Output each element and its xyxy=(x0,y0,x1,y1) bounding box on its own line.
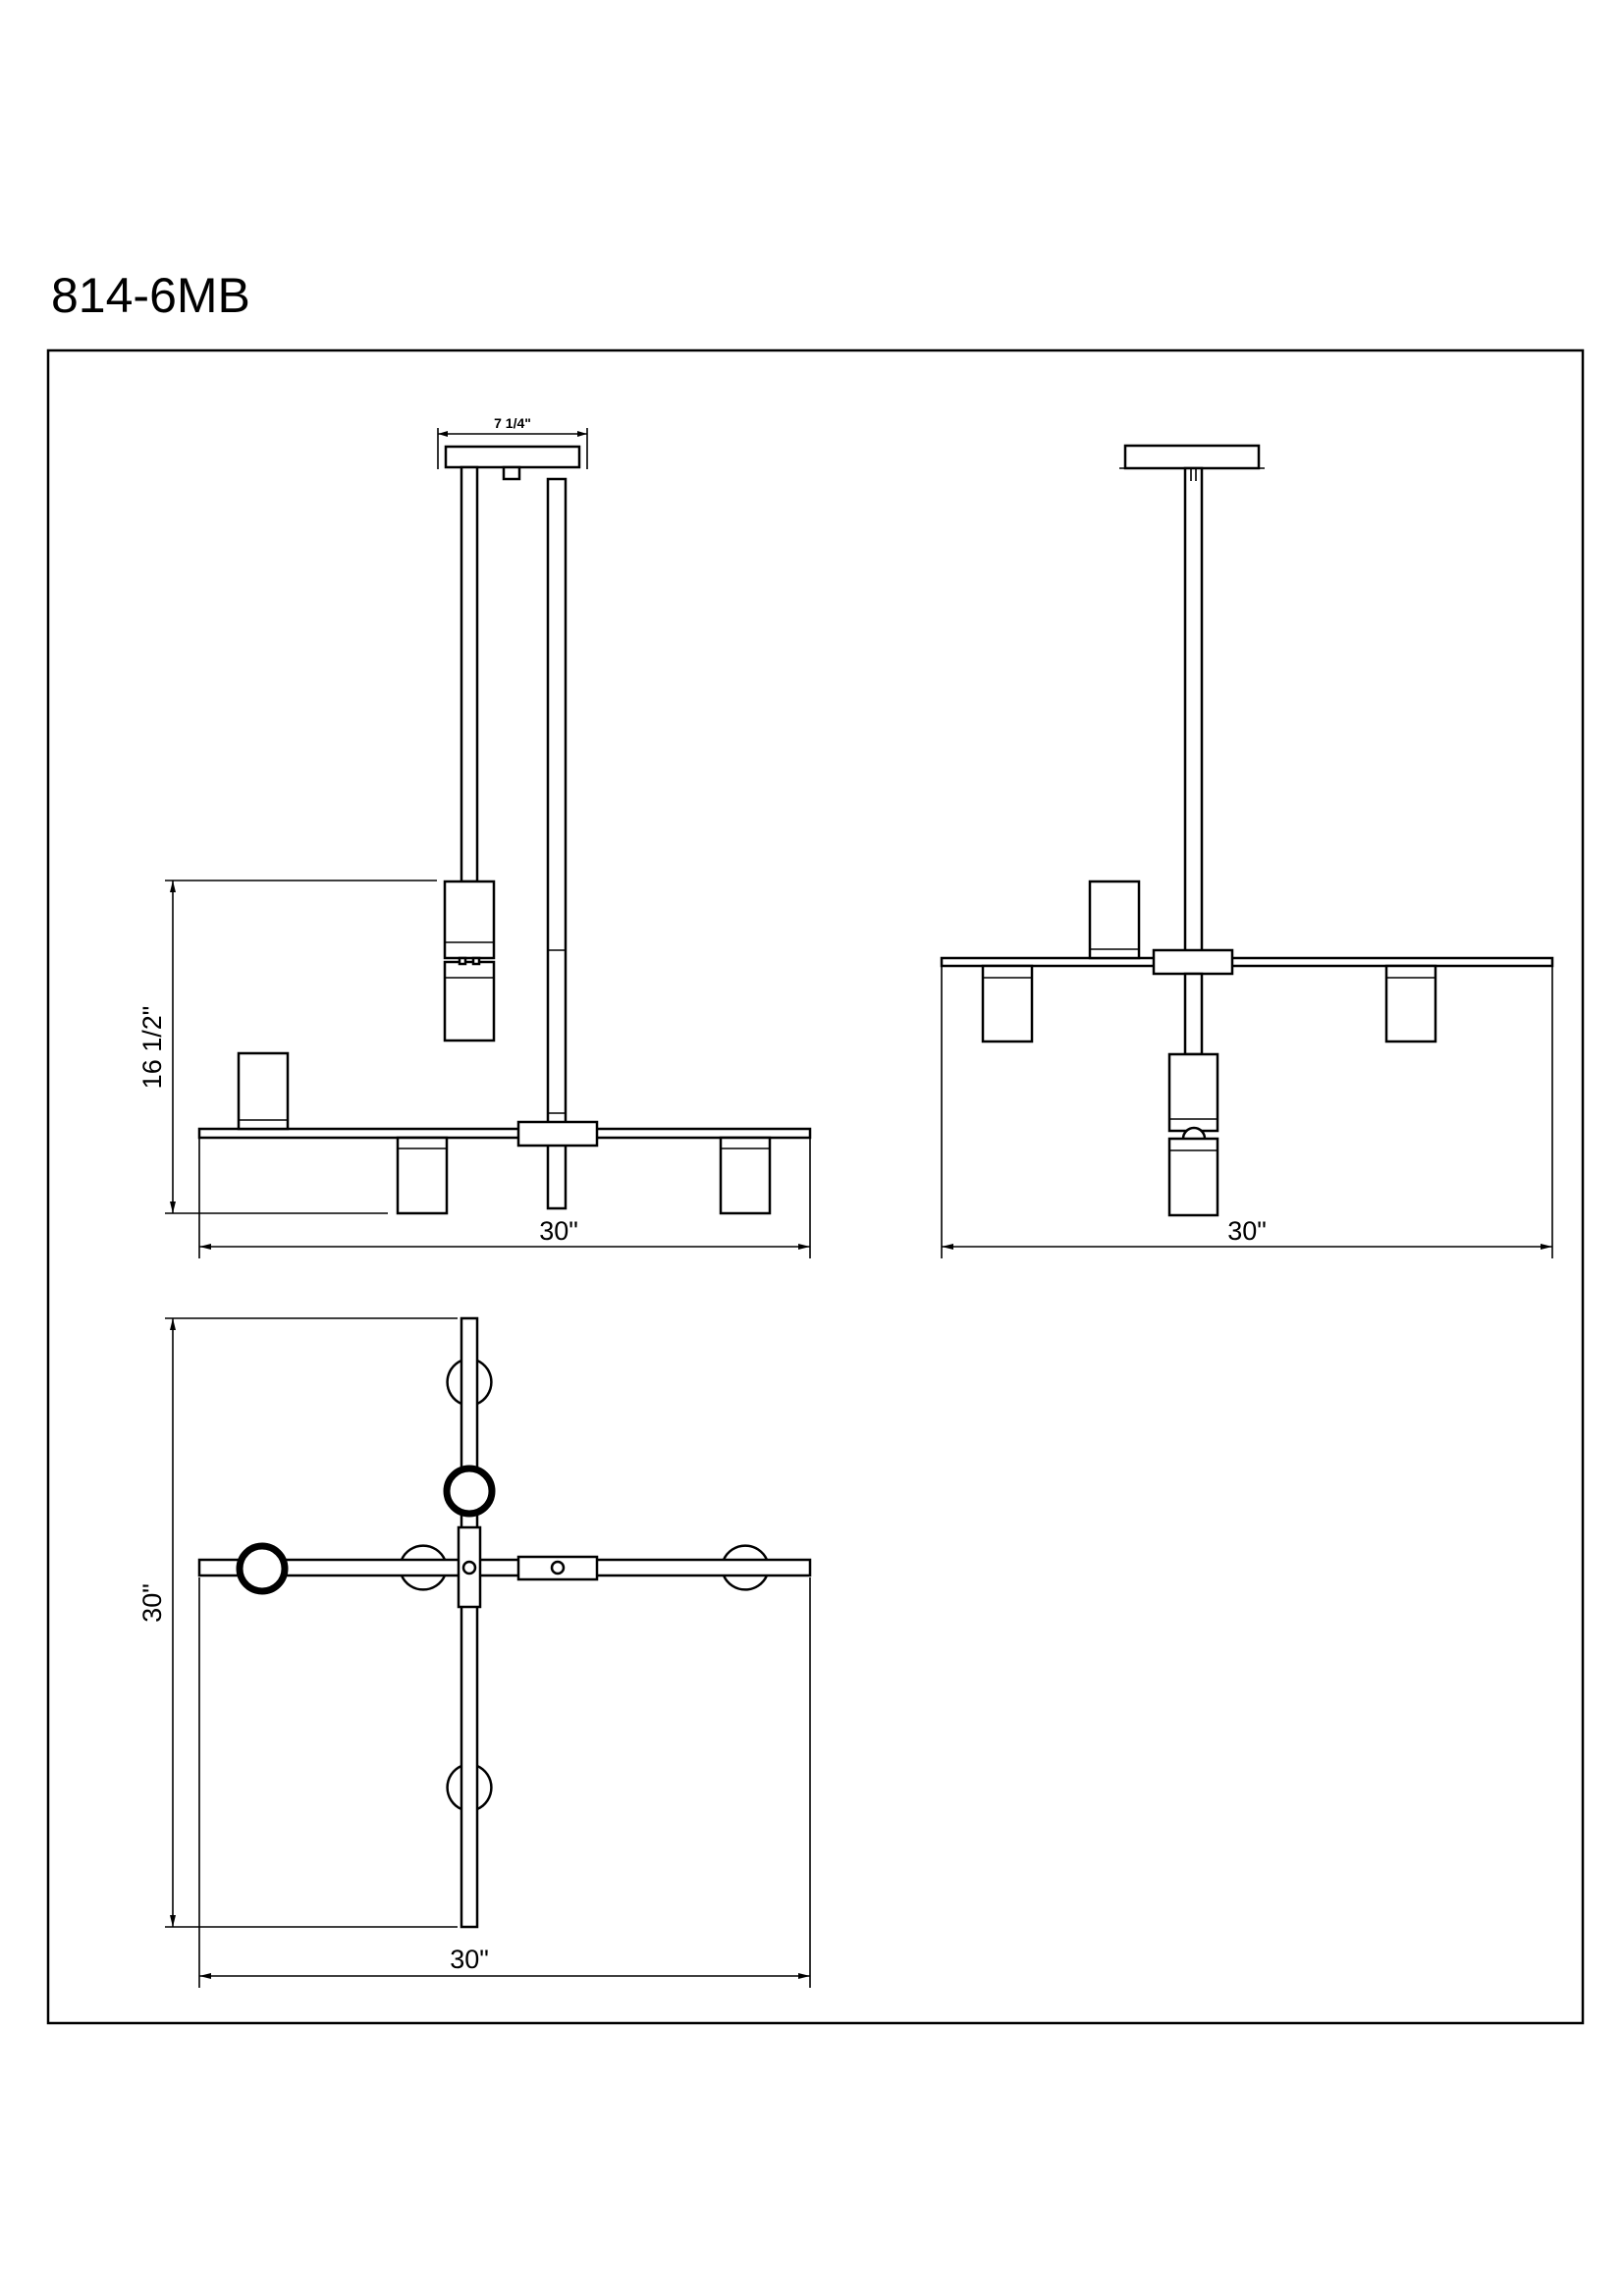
side-socket-down-mid xyxy=(396,1136,449,1215)
top-width-label: 30" xyxy=(450,1945,489,1974)
model-number-title: 814-6MB xyxy=(51,268,250,323)
top-socket-circle-5 xyxy=(722,1544,769,1591)
front-arm xyxy=(940,956,1554,968)
front-socket-down-left xyxy=(981,964,1034,1043)
top-socket-circle-3 xyxy=(236,1542,289,1595)
front-socket-up-left xyxy=(1088,880,1141,960)
side-rod-left xyxy=(460,465,479,883)
top-arm-horizontal xyxy=(197,1558,812,1577)
front-socket-down-right xyxy=(1384,964,1437,1043)
side-canopy-knob xyxy=(502,465,521,481)
front-socket-loop xyxy=(1181,1126,1207,1140)
top-socket-circle-6 xyxy=(446,1764,493,1811)
front-width-label: 30" xyxy=(1227,1216,1267,1246)
top-socket-circle-1 xyxy=(446,1359,493,1406)
top-depth-label: 30" xyxy=(137,1583,167,1623)
top-view: 30" 30" xyxy=(137,1316,812,1988)
front-stem-lower xyxy=(1183,972,1204,1056)
top-socket-circle-2 xyxy=(443,1465,496,1518)
front-canopy xyxy=(1123,444,1261,470)
front-socket-hang-upper xyxy=(1167,1052,1219,1133)
front-rod xyxy=(1183,466,1204,955)
side-view: 7 1/4" 16 1/2" xyxy=(137,415,812,1258)
front-view: 30" xyxy=(940,444,1554,1258)
side-hub xyxy=(516,1120,599,1148)
side-socket-down-right xyxy=(719,1136,772,1215)
side-width-label: 30" xyxy=(539,1216,578,1246)
canopy-width-label: 7 1/4" xyxy=(494,415,531,431)
front-hub xyxy=(1152,948,1234,976)
height-label: 16 1/2" xyxy=(137,1006,167,1090)
side-canopy xyxy=(444,445,581,469)
top-socket-circle-4 xyxy=(400,1544,447,1591)
side-rod-right xyxy=(546,477,568,1210)
drawing-frame xyxy=(46,348,1585,2025)
side-arm xyxy=(197,1127,812,1140)
side-socket-up-left xyxy=(237,1051,290,1131)
side-socket-upper xyxy=(443,880,496,960)
front-socket-hang-lower xyxy=(1167,1137,1219,1217)
top-arm-vertical xyxy=(460,1316,479,1929)
side-socket-lower xyxy=(443,960,496,1042)
